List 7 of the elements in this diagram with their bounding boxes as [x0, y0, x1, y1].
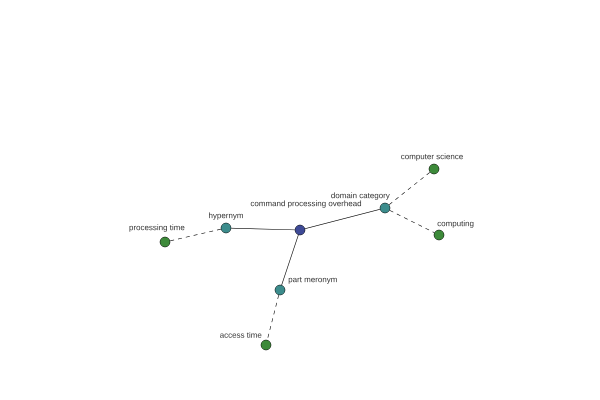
link-line — [230, 228, 296, 230]
dashed-line — [170, 228, 222, 242]
dashed-line — [388, 172, 430, 206]
dashed-line — [267, 294, 279, 340]
link-line — [304, 209, 380, 229]
dashed-line — [389, 210, 435, 233]
link-line — [281, 234, 299, 286]
